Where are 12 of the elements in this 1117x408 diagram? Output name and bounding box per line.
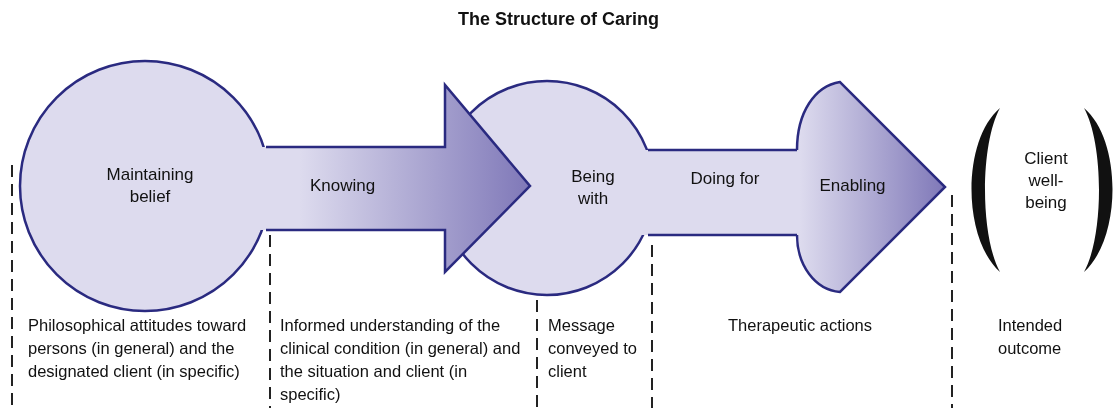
node-label: Maintaining belief (105, 164, 195, 208)
node-label: Client well-being (1023, 148, 1069, 214)
column-description: Intended outcome (998, 315, 1064, 359)
node-label: Knowing (308, 175, 377, 197)
diagram-title: The Structure of Caring (457, 9, 660, 30)
node-label: Enabling (818, 175, 887, 197)
column-description: Therapeutic actions (728, 315, 873, 336)
node-label: Doing for (690, 168, 760, 190)
column-description: Message conveyed to client (548, 315, 638, 382)
column-description: Informed understanding of the clinical condition (in general) and the situation and client (in specific) (280, 315, 522, 405)
node-label: Being with (570, 166, 616, 210)
column-description: Philosophical attitudes toward persons (in general) and the designated client (in specific) (28, 315, 248, 382)
